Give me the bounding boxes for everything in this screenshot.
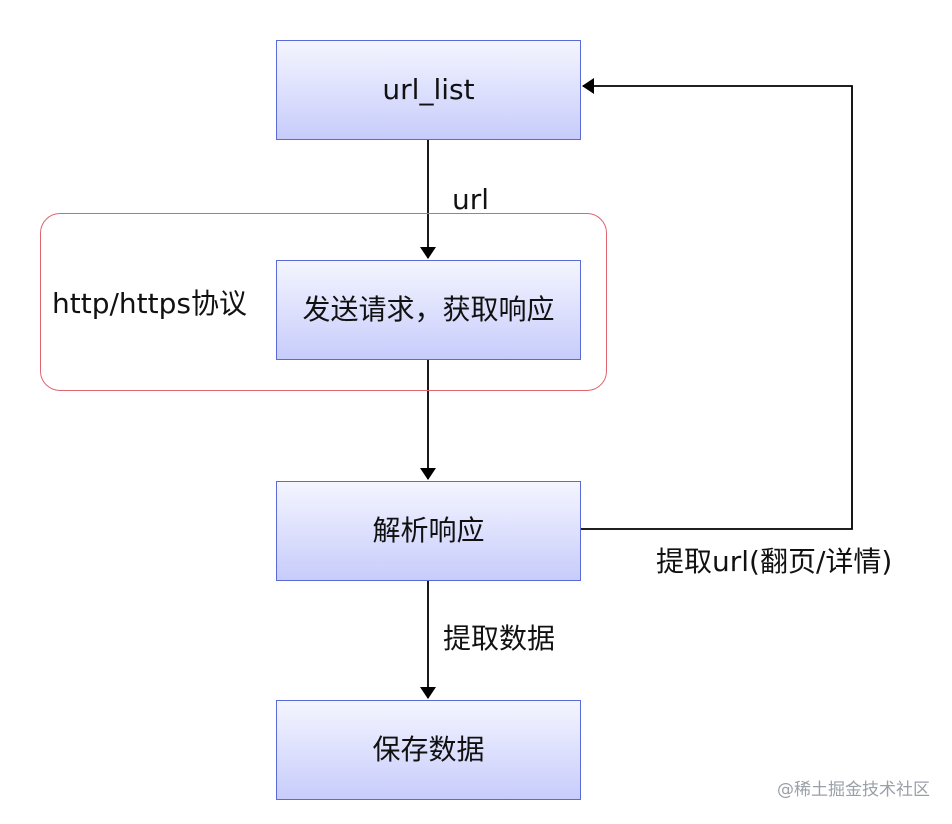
save-data-label: 保存数据 <box>372 733 485 766</box>
url-edge-label: url <box>452 183 490 216</box>
url-list-node: url_list <box>276 40 581 140</box>
watermark: @稀土掘金技术社区 <box>777 780 930 800</box>
extract-url-edge-label: 提取url(翻页/详情) <box>656 545 893 578</box>
protocol-group-label: http/https协议 <box>52 287 247 320</box>
parse-response-label: 解析响应 <box>372 514 485 547</box>
arrow-parse-back-to-url-list <box>581 78 853 530</box>
send-request-label: 发送请求，获取响应 <box>302 293 555 326</box>
send-request-node: 发送请求，获取响应 <box>276 260 581 360</box>
save-data-node: 保存数据 <box>276 700 581 800</box>
parse-response-node: 解析响应 <box>276 481 581 581</box>
protocol-group-frame <box>40 213 607 391</box>
url-list-label: url_list <box>382 73 475 106</box>
extract-data-edge-label: 提取数据 <box>443 622 556 655</box>
